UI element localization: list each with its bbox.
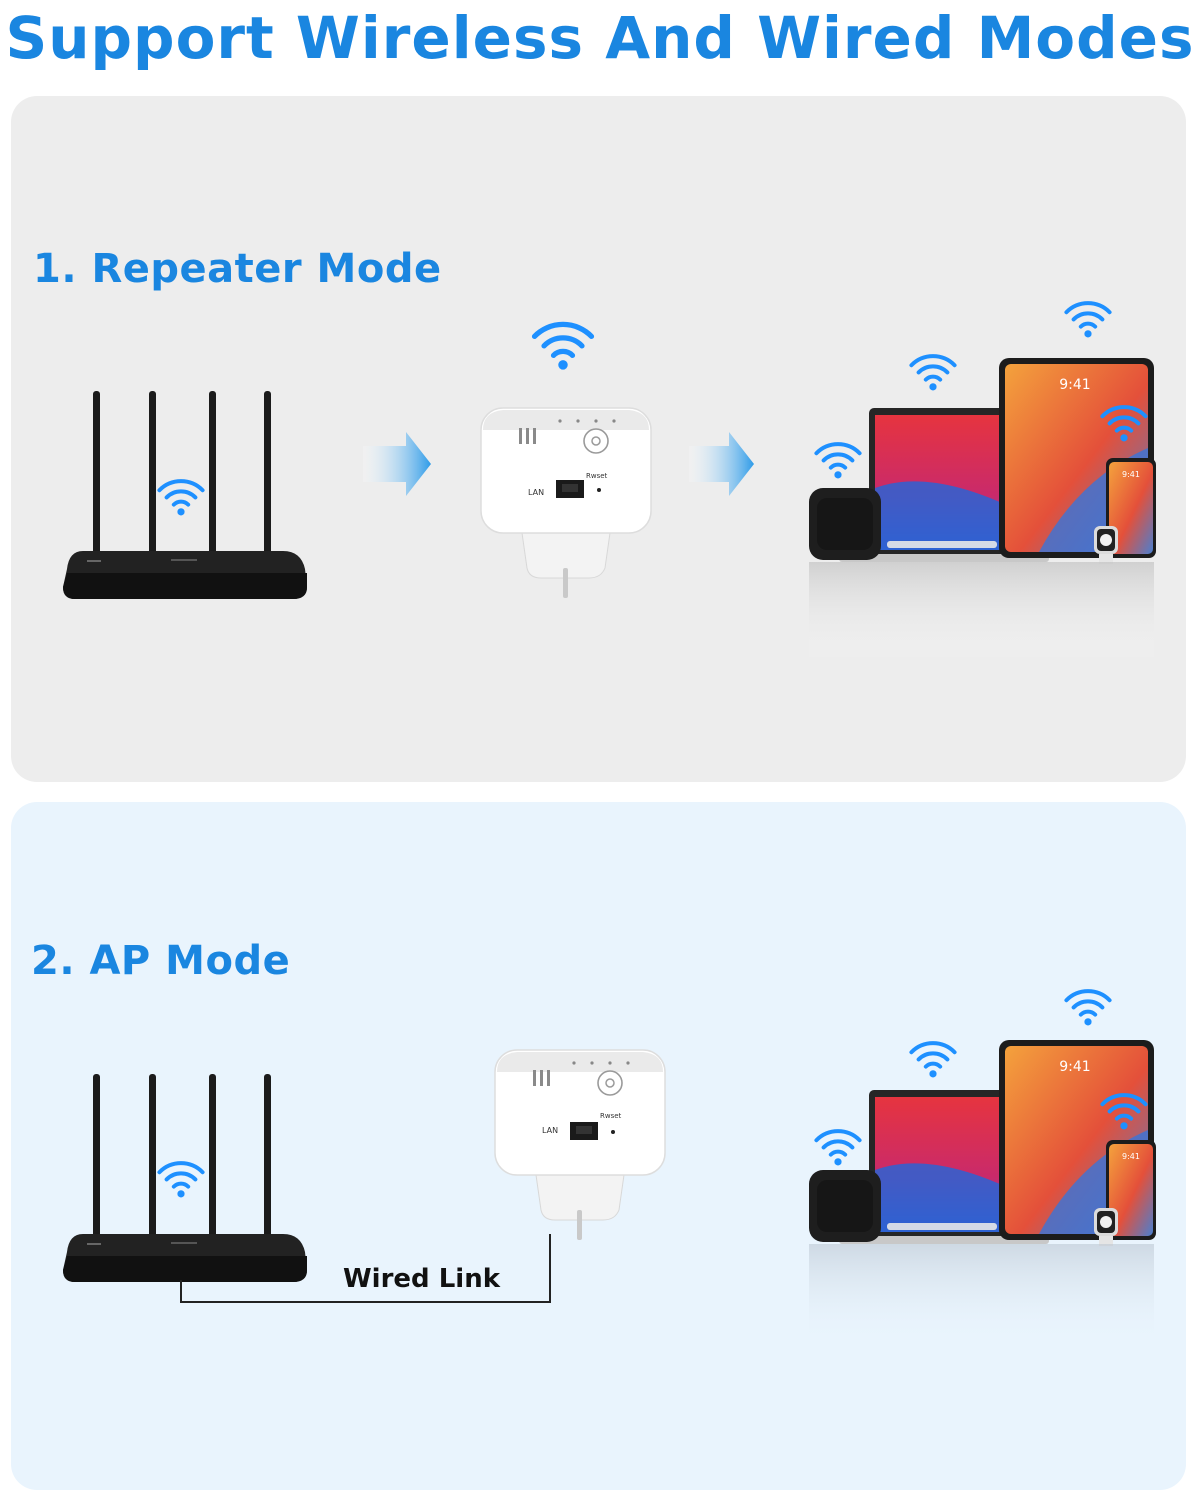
wifi-icon bbox=[909, 1041, 957, 1080]
ap-mode-panel: 2. AP Mode LAN Rwset 9:41 9:41 Wired Lin… bbox=[11, 802, 1186, 1490]
tablet-time: 9:41 bbox=[1059, 1059, 1090, 1075]
wifi-icon bbox=[909, 354, 957, 393]
router-icon bbox=[63, 1074, 307, 1282]
range-extender-icon: LAN Rwset bbox=[494, 1049, 666, 1241]
wifi-icon bbox=[1064, 301, 1112, 340]
device-reflection bbox=[809, 1244, 1154, 1344]
lan-label: LAN bbox=[528, 488, 544, 497]
phone-time: 9:41 bbox=[1122, 470, 1140, 479]
page-title: Support Wireless And Wired Modes bbox=[5, 4, 1195, 72]
client-devices: 9:41 9:41 bbox=[809, 1040, 1156, 1246]
wired-link-cable bbox=[180, 1234, 551, 1303]
range-extender-icon: LAN Rwset bbox=[480, 407, 652, 599]
wired-link-label: Wired Link bbox=[343, 1264, 500, 1294]
arrow-right-icon bbox=[363, 432, 431, 496]
wifi-icon bbox=[157, 479, 205, 518]
wifi-icon bbox=[1064, 989, 1112, 1028]
ap-mode-heading: 2. AP Mode bbox=[31, 938, 291, 984]
reset-label: Rwset bbox=[600, 1112, 622, 1120]
reset-label: Rwset bbox=[586, 472, 608, 480]
tablet-time: 9:41 bbox=[1059, 377, 1090, 393]
device-reflection bbox=[809, 562, 1154, 662]
wifi-icon bbox=[157, 1161, 205, 1200]
wifi-icon bbox=[814, 1129, 862, 1168]
router-icon bbox=[63, 391, 307, 599]
wifi-icon bbox=[814, 442, 862, 481]
arrow-right-icon bbox=[689, 432, 754, 496]
repeater-mode-heading: 1. Repeater Mode bbox=[33, 246, 442, 292]
client-devices: 9:41 9:41 bbox=[809, 358, 1156, 564]
repeater-mode-panel: 1. Repeater Mode LAN Rwset 9:41 9:41 bbox=[11, 96, 1186, 782]
repeater-diagram: LAN Rwset 9:41 9:41 bbox=[63, 301, 1156, 662]
phone-time: 9:41 bbox=[1122, 1152, 1140, 1161]
wifi-icon bbox=[535, 324, 592, 369]
ap-diagram: LAN Rwset 9:41 9:41 bbox=[63, 989, 1156, 1344]
lan-label: LAN bbox=[542, 1126, 558, 1135]
